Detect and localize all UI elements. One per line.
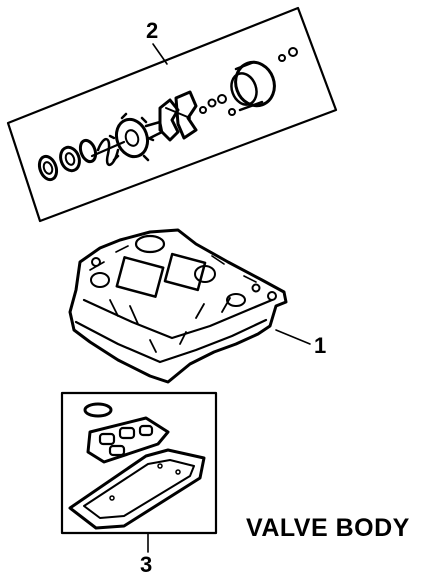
spring [90,138,126,166]
callout-3: 3 [140,552,152,577]
valve-body-assembly: 1 [68,228,326,384]
gear-part [108,112,164,162]
parts-group-3: 3 [60,391,218,577]
ring-seal [230,60,276,112]
callout-2: 2 [146,18,158,43]
parts-panel-2 [6,6,338,223]
parts-group-2: 2 [6,6,338,223]
leader-line-2 [152,43,168,65]
parts-panel-3 [60,391,218,535]
valve-body-outline [68,228,288,384]
small-clips [199,47,298,116]
filter-seal [83,402,113,418]
diagram-title: VALVE BODY [246,514,410,542]
washer-rings [37,138,98,182]
pan-gasket [68,448,206,530]
callout-1: 1 [314,333,326,358]
leader-line-1 [275,329,311,345]
filter [86,416,170,464]
spool-valves [158,90,198,142]
